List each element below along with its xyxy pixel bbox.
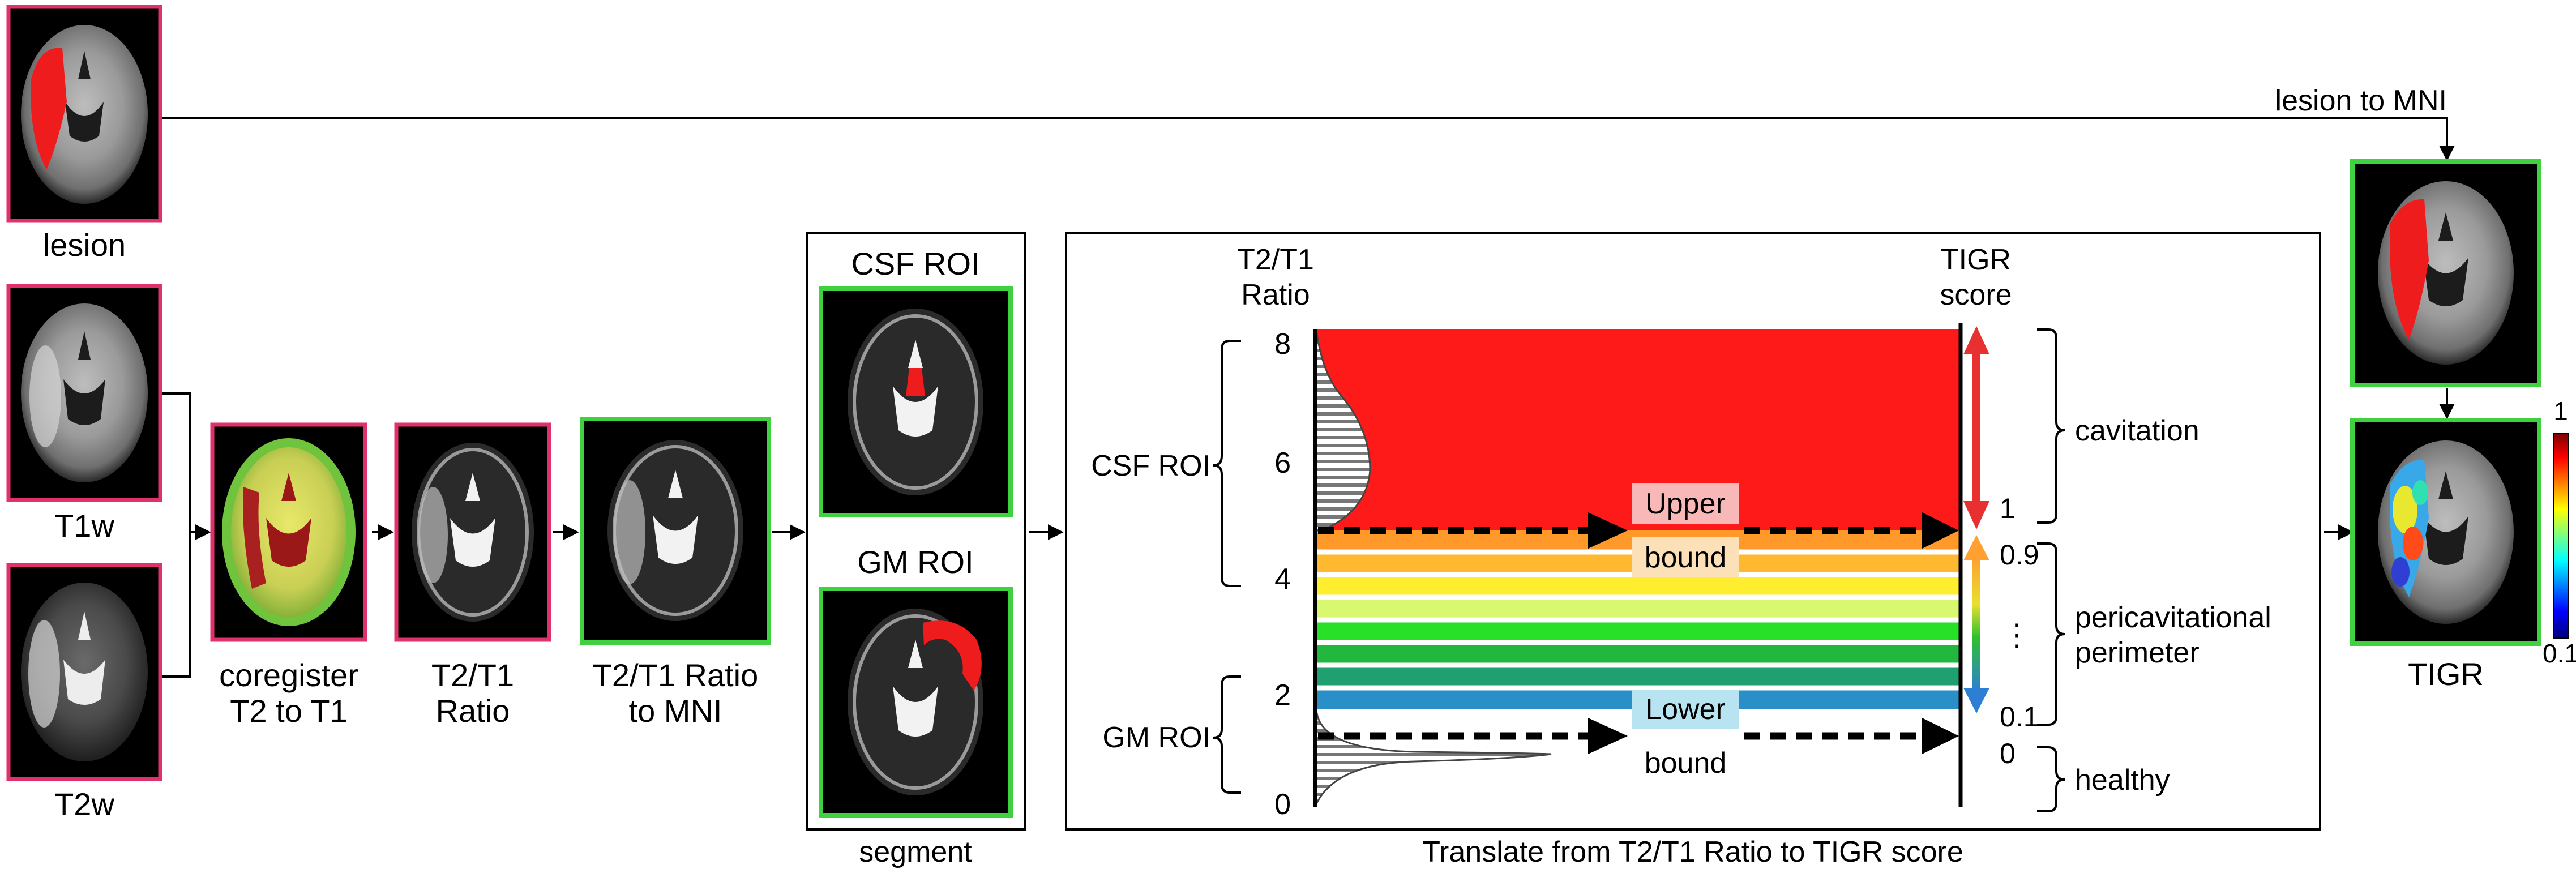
pericavitational-arrow xyxy=(1963,535,1989,713)
ratio-mni-label-1: T2/T1 Ratio xyxy=(593,657,759,693)
band-4 xyxy=(1316,597,1959,620)
ratio-tick-4: 4 xyxy=(1274,563,1291,596)
translate-panel: T2/T1 Ratio 8 6 4 2 0 CSF ROI GM ROI TIG… xyxy=(1065,232,2321,831)
lower-bound-box xyxy=(1632,690,1739,729)
csf-roi-overlay xyxy=(906,368,925,396)
ratio-label-2: Ratio xyxy=(436,693,510,729)
upper-bound-label-2: bound xyxy=(1645,541,1727,574)
lesion-image xyxy=(6,5,162,223)
band-7 xyxy=(1316,665,1959,688)
tigr-image xyxy=(2350,418,2541,646)
segment-caption: segment xyxy=(859,836,972,868)
upper-bound-line xyxy=(1318,512,1959,549)
healthy-brace xyxy=(2037,746,2065,812)
region-pericavitational-1: pericavitational xyxy=(2075,601,2271,634)
lesion-to-mni-arrow xyxy=(161,117,2455,161)
upper-bound-box-top xyxy=(1632,483,1739,524)
lower-bound-label-1: Lower xyxy=(1645,693,1726,726)
csf-histogram xyxy=(1315,329,1371,532)
segment-panel: CSF ROI GM ROI xyxy=(806,232,1026,831)
ratio-tick-0: 0 xyxy=(1274,788,1291,821)
lesion-to-mni-label: lesion to MNI xyxy=(2275,84,2447,117)
coregister-label-2: T2 to T1 xyxy=(230,693,348,729)
ratio-tick-6: 6 xyxy=(1274,447,1291,480)
lesion-label: lesion xyxy=(43,227,126,263)
coregister-image xyxy=(210,422,367,642)
band-6 xyxy=(1316,643,1959,665)
ratio-mni-image xyxy=(580,417,771,645)
coregister-label-1: coregister xyxy=(219,657,358,693)
gm-roi-overlay xyxy=(923,620,982,691)
t1-t2-merge-bracket xyxy=(161,392,191,678)
tigr-tick-0: 0 xyxy=(2000,738,2016,769)
tigr-tick-0-1: 0.1 xyxy=(2000,701,2039,733)
ratio-tick-2: 2 xyxy=(1274,679,1291,712)
ratio-image xyxy=(394,422,551,642)
lesion-overlay xyxy=(31,48,67,170)
t1w-label: T1w xyxy=(54,508,114,544)
tigr-tick-0-9: 0.9 xyxy=(2000,539,2039,571)
band-5 xyxy=(1316,620,1959,643)
ratio-axis-title-1: T2/T1 xyxy=(1237,243,1314,276)
upper-bound-label-1: Upper xyxy=(1645,487,1726,520)
lesion-mni-image xyxy=(2350,159,2541,387)
cavitation-brace xyxy=(2037,328,2065,524)
band-3 xyxy=(1316,575,1959,597)
upper-bound-box-bottom xyxy=(1632,537,1739,577)
translate-caption: Translate from T2/T1 Ratio to TIGR score xyxy=(1422,836,1963,868)
colorbar xyxy=(2553,433,2569,639)
gm-roi-image xyxy=(819,587,1013,818)
tigr-label: TIGR xyxy=(2408,656,2484,692)
ratio-tick-8: 8 xyxy=(1274,328,1291,361)
region-cavitation: cavitation xyxy=(2075,414,2200,447)
ratio-mni-label-2: to MNI xyxy=(629,693,722,729)
lower-bound-label-2: bound xyxy=(1645,747,1727,780)
gm-roi-brace xyxy=(1213,675,1241,794)
region-pericavitational-2: perimeter xyxy=(2075,636,2200,669)
pericavitational-brace xyxy=(2037,542,2065,726)
csf-roi-axis-label: CSF ROI xyxy=(1091,450,1210,482)
tigr-axis-title-1: TIGR xyxy=(1941,243,2011,276)
tigr-tick-1: 1 xyxy=(2000,493,2016,524)
csf-roi-image xyxy=(819,286,1013,517)
lower-bound-line xyxy=(1318,718,1959,754)
colorbar-max: 1 xyxy=(2553,396,2568,426)
gm-histogram xyxy=(1315,709,1552,804)
ratio-axis-title-2: Ratio xyxy=(1241,279,1310,311)
t2w-label: T2w xyxy=(54,786,114,822)
region-healthy: healthy xyxy=(2075,764,2170,797)
tigr-axis-title-2: score xyxy=(1940,279,2012,311)
t2w-image xyxy=(6,563,162,781)
gm-roi-axis-label: GM ROI xyxy=(1102,721,1210,754)
csf-roi-brace xyxy=(1213,340,1241,587)
ratio-label-1: T2/T1 xyxy=(431,657,514,693)
t1w-image xyxy=(6,284,162,502)
gm-roi-title: GM ROI xyxy=(857,544,973,580)
csf-roi-title: CSF ROI xyxy=(851,246,979,281)
colorbar-min: 0.1 xyxy=(2543,639,2576,668)
connectors xyxy=(161,117,2455,678)
tigr-tick-ellipsis: ⋮ xyxy=(2001,618,2032,652)
lesion-mni-overlay xyxy=(2389,199,2429,340)
cavitation-arrow xyxy=(1963,326,1989,529)
